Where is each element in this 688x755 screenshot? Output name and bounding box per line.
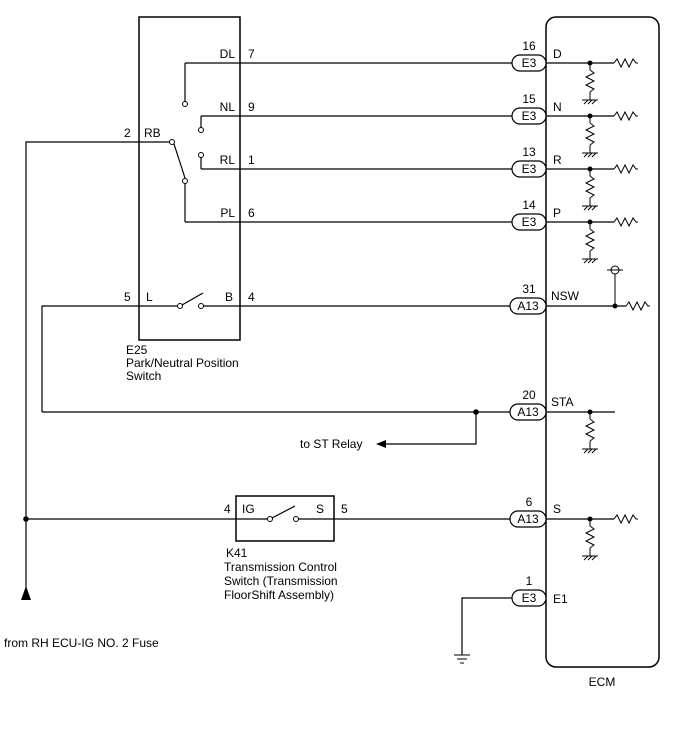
pnp-pin-num-rl: 1: [248, 153, 255, 167]
wire-st-relay: [384, 412, 477, 445]
svg-text:E3: E3: [522, 56, 537, 70]
svg-text:A13: A13: [517, 405, 539, 419]
ecm-pin-num-n: 15: [522, 92, 536, 106]
st-relay-label: to ST Relay: [300, 437, 362, 451]
connector-n: E3: [511, 107, 547, 125]
pnp-switch-name-2: Switch: [126, 369, 161, 383]
connector-s: A13: [509, 510, 547, 528]
ig-s-switch: [267, 505, 299, 522]
ecm-pin-label-r: R: [553, 153, 562, 167]
wire-l-loop: [41, 305, 178, 412]
ecm-pin-num-p: 14: [522, 198, 536, 212]
junction-dot: [23, 516, 29, 522]
pnp-pin-num-l: 5: [124, 290, 131, 304]
connector-d: E3: [511, 54, 547, 72]
ecm-pin-num-d: 16: [522, 39, 536, 53]
ecm-pin-label-p: P: [553, 206, 561, 220]
tc-pin-label-ig: IG: [242, 502, 255, 516]
tc-switch-code: K41: [226, 546, 248, 560]
pnp-pin-num-b: 4: [248, 290, 255, 304]
ecm-pin-label-e1: E1: [553, 592, 568, 606]
fuse-arrow-icon: [21, 586, 31, 600]
pnp-pin-label-l: L: [146, 290, 153, 304]
svg-text:E3: E3: [522, 109, 537, 123]
tc-switch-name-2: Switch (Transmission: [224, 574, 338, 588]
pnp-switch-contacts: [169, 63, 204, 222]
svg-text:A13: A13: [517, 299, 539, 313]
connector-e1: E3: [511, 589, 547, 607]
connector-nsw: A13: [509, 297, 547, 315]
ecm-pin-label-n: N: [553, 100, 562, 114]
pnp-pin-label-pl: PL: [220, 206, 235, 220]
pnp-pin-num-nl: 9: [248, 100, 255, 114]
ecm-pin-label-s: S: [553, 502, 561, 516]
st-relay-arrow-icon: [376, 440, 386, 448]
wire-feed: [25, 141, 170, 600]
ecm-box: [545, 16, 660, 668]
ecm-pin-label-sta: STA: [551, 395, 573, 409]
ecm-pin-num-nsw: 31: [522, 282, 536, 296]
tc-switch-name-3: FloorShift Assembly): [224, 588, 334, 602]
connector-p: E3: [511, 213, 547, 231]
pnp-pin-label-rl: RL: [220, 153, 236, 167]
svg-text:E3: E3: [522, 591, 537, 605]
svg-text:E3: E3: [522, 162, 537, 176]
connector-r: E3: [511, 160, 547, 178]
ecm-pin-label-nsw: NSW: [551, 289, 580, 303]
ecm-label: ECM: [589, 675, 616, 689]
svg-text:A13: A13: [517, 512, 539, 526]
connector-sta: A13: [509, 403, 547, 421]
lb-switch: [177, 292, 204, 309]
tc-pin-num-ig: 4: [224, 502, 231, 516]
pnp-pin-num-dl: 7: [248, 47, 255, 61]
ecm-pin-num-r: 13: [522, 145, 536, 159]
tc-pin-label-s: S: [316, 502, 324, 516]
tc-pin-num-s: 5: [341, 502, 348, 516]
tc-switch-name-1: Transmission Control: [224, 560, 337, 574]
pnp-pin-label-dl: DL: [220, 47, 236, 61]
ecm-internal-circuits: [546, 57, 650, 561]
pnp-switch-name-1: Park/Neutral Position: [126, 356, 239, 370]
pnp-pin-label-nl: NL: [220, 100, 236, 114]
pnp-pin-label-rb: RB: [144, 126, 161, 140]
ecm-pin-num-e1: 1: [526, 574, 533, 588]
ecm-pin-num-sta: 20: [522, 388, 536, 402]
ecm-pin-label-d: D: [553, 47, 562, 61]
pnp-pin-num-rb: 2: [124, 126, 131, 140]
fuse-source-label: from RH ECU-IG NO. 2 Fuse: [4, 636, 159, 650]
pnp-switch-box: [138, 16, 241, 341]
pnp-switch-code: E25: [126, 343, 148, 357]
ecm-pin-num-s: 6: [526, 495, 533, 509]
pnp-pin-num-pl: 6: [248, 206, 255, 220]
ground-icon: [454, 654, 470, 664]
pnp-pin-label-b: B: [225, 290, 233, 304]
junction-dot: [473, 409, 479, 415]
svg-text:E3: E3: [522, 215, 537, 229]
